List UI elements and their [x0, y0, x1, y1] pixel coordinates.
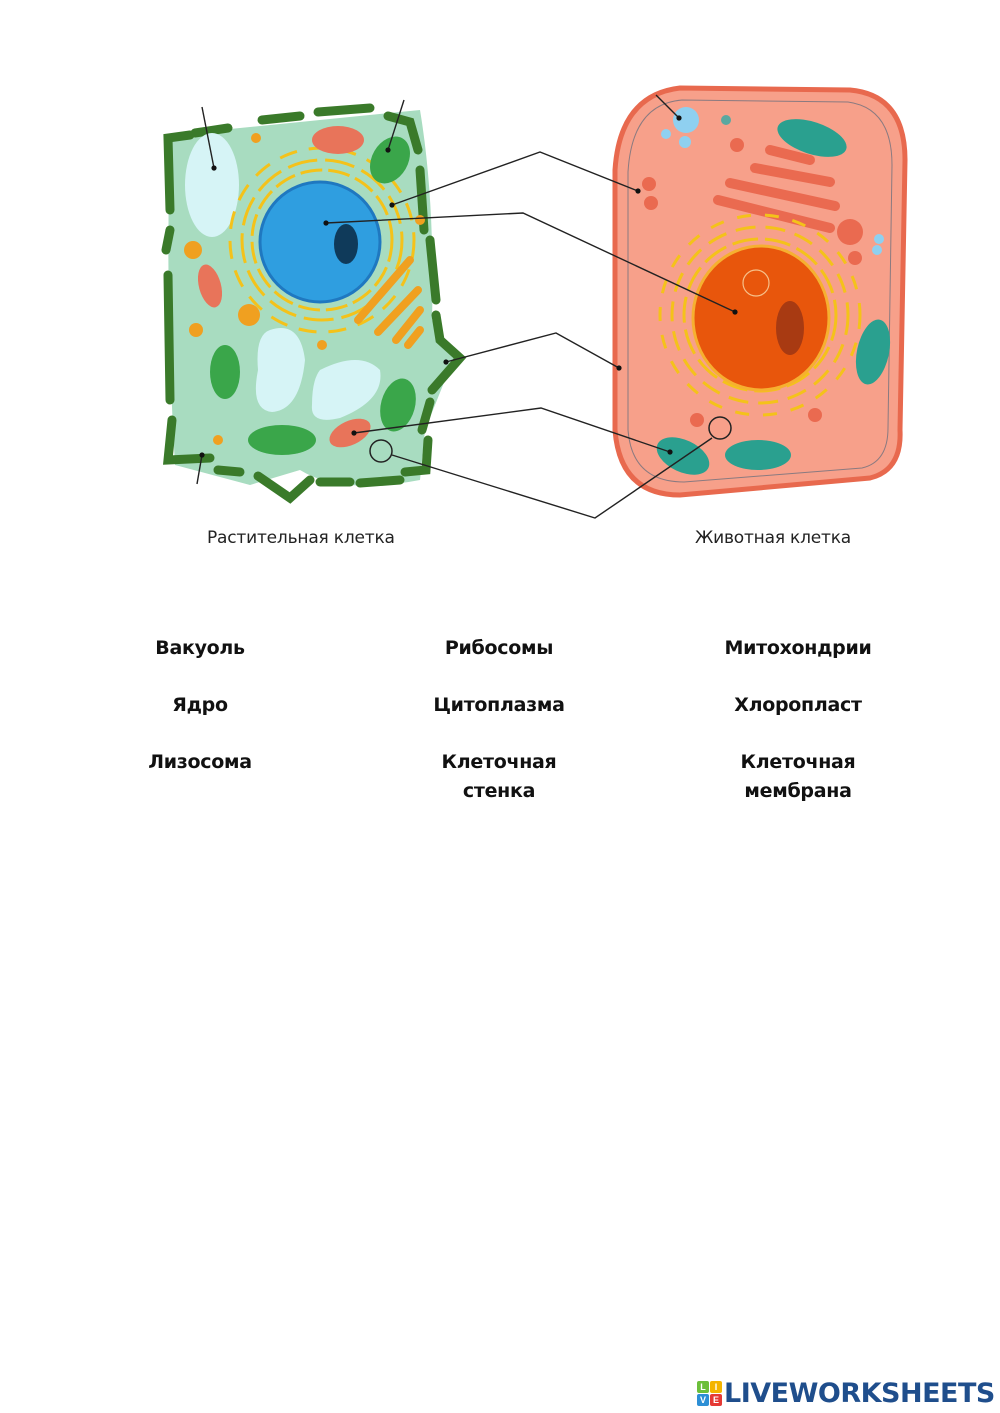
word-line: Хлоропласт [734, 694, 862, 716]
animal-vacuole [661, 107, 884, 255]
animal-nucleolus [776, 301, 804, 355]
plant-golgi [354, 256, 424, 349]
word-cell-membrane[interactable]: Клеточная мембрана [698, 748, 898, 806]
plant-mitochondrion [197, 264, 223, 308]
word-lysosome[interactable]: Лизосома [100, 748, 300, 777]
plant-mitochondrion [329, 418, 371, 448]
leader-line-plant-vacuole [201, 106, 215, 169]
plant-vacuole [255, 328, 305, 412]
chloroplast [248, 425, 316, 455]
word-ribosomes[interactable]: Рибосомы [399, 634, 599, 663]
leader-line-mitochondria [353, 407, 671, 453]
chloroplast [210, 345, 240, 399]
plant-mitochondrion [312, 126, 364, 154]
word-line: Клеточная [740, 751, 856, 773]
word-line: Лизосома [148, 751, 252, 773]
animal-cell-caption: Животная клетка [695, 528, 852, 548]
plant-ribosome-circle [369, 439, 393, 463]
word-vacuole[interactable]: Вакуоль [100, 634, 300, 663]
word-line: Ядро [172, 694, 228, 716]
plant-cell-caption: Растительная клетка [207, 528, 395, 548]
animal-cell [612, 85, 908, 498]
word-line: Вакуоль [155, 637, 245, 659]
word-mitochondria[interactable]: Митохондрии [698, 634, 898, 663]
word-nucleus[interactable]: Ядро [100, 691, 300, 720]
word-line: Рибосомы [444, 637, 554, 659]
badge-letter: V [697, 1393, 709, 1406]
leader-line-plant-chloroplast [387, 99, 405, 151]
plant-vacuole [311, 360, 381, 420]
word-line: Митохондрии [724, 637, 872, 659]
animal-nucleus [691, 244, 831, 392]
leader-line-plant-wall [196, 454, 203, 485]
badge-letter: E [710, 1393, 722, 1406]
liveworksheets-logo: L I V E LIVEWORKSHEETS [697, 1377, 995, 1409]
animal-vesicles [642, 138, 863, 427]
chloroplast [380, 378, 416, 432]
leader-line-membrane [445, 332, 620, 369]
badge-letter: I [710, 1380, 722, 1393]
word-line: мембрана [744, 780, 852, 802]
word-line: стенка [462, 780, 536, 802]
plant-nucleus [258, 180, 382, 304]
leader-line-ribosomes [391, 437, 713, 519]
leader-lines [196, 94, 736, 519]
animal-inner-membrane [627, 99, 893, 483]
live-badge-icon: L I V E [697, 1380, 722, 1406]
word-cell-wall[interactable]: Клеточная стенка [399, 748, 599, 806]
animal-mitochondrion [855, 319, 891, 385]
chloroplast [370, 136, 410, 184]
centriole [721, 115, 731, 125]
animal-ribosome-circle [708, 416, 732, 440]
word-chloroplast[interactable]: Хлоропласт [698, 691, 898, 720]
word-cytoplasm[interactable]: Цитоплазма [399, 691, 599, 720]
animal-mitochondrion [656, 437, 710, 475]
plant-cell [161, 103, 467, 504]
logo-text: LIVEWORKSHEETS [724, 1377, 995, 1409]
word-line: Цитоплазма [433, 694, 565, 716]
word-line: Клеточная [441, 751, 557, 773]
animal-nucleolus-ring [742, 269, 770, 297]
animal-golgi [713, 145, 840, 233]
leader-line-nucleus [325, 212, 736, 313]
plant-vacuole [185, 133, 239, 237]
plant-cell-wall [161, 103, 467, 504]
animal-mitochondrion [725, 440, 791, 470]
badge-letter: L [697, 1380, 709, 1393]
leader-line-cytoplasm [391, 151, 639, 206]
cell-diagram [161, 85, 908, 519]
animal-mitochondrion [777, 119, 847, 157]
leader-line-animal-vacuole [655, 94, 680, 119]
plant-vesicles [184, 133, 425, 445]
leader-dots [199, 115, 738, 458]
plant-nucleolus [334, 224, 358, 264]
